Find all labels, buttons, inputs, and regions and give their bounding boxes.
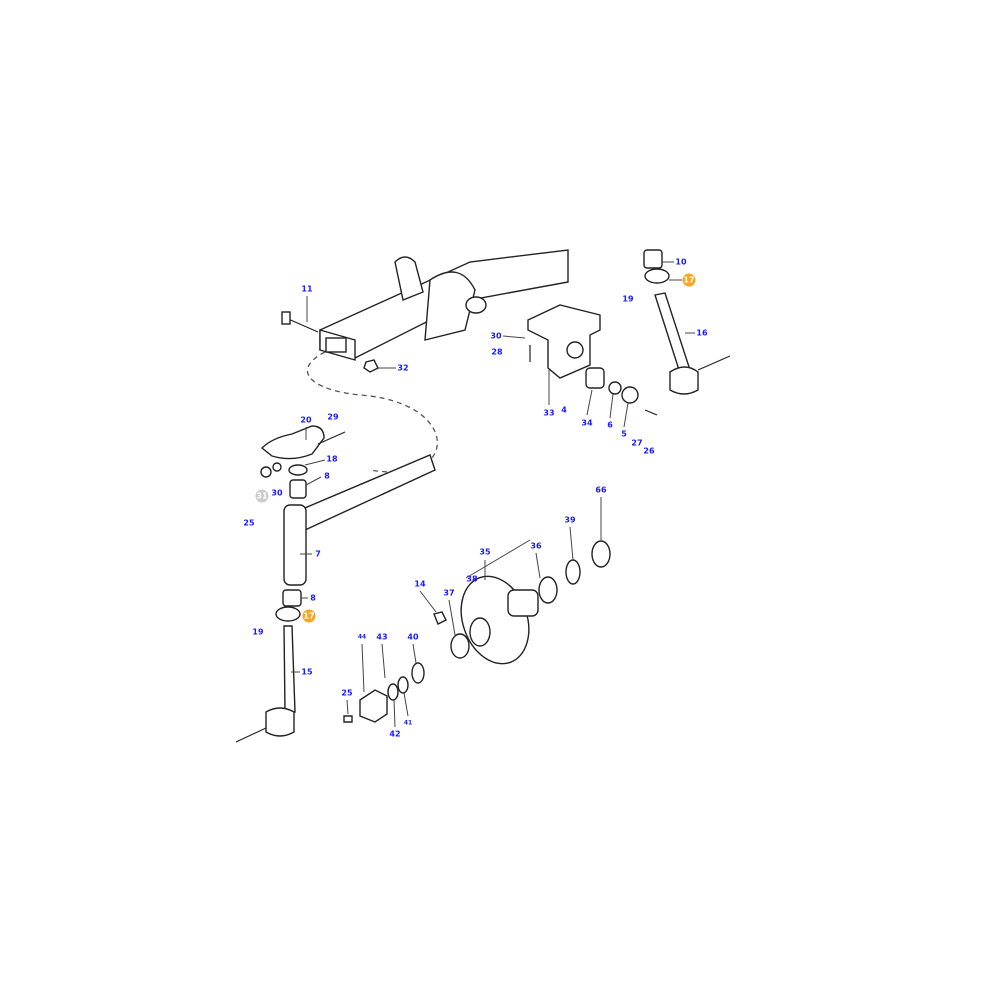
leader-lines xyxy=(291,261,695,728)
axle-beam xyxy=(319,249,569,361)
callout[interactable]: 34 xyxy=(581,419,593,428)
left-steering-arm xyxy=(235,425,436,743)
callout[interactable]: 11 xyxy=(301,285,313,294)
callout[interactable]: 26 xyxy=(643,447,655,456)
callout[interactable]: 39 xyxy=(564,516,576,525)
callout[interactable]: 43 xyxy=(376,633,387,642)
callout[interactable]: 36 xyxy=(530,542,542,551)
callout[interactable]: 16 xyxy=(696,329,708,338)
callout[interactable]: 19 xyxy=(622,295,634,304)
bolt-head xyxy=(281,311,291,325)
callout[interactable]: 37 xyxy=(443,589,454,598)
callout[interactable]: 8 xyxy=(310,594,316,603)
callout-inactive[interactable]: 31 xyxy=(256,492,268,501)
nut xyxy=(363,359,379,373)
callout[interactable]: 20 xyxy=(300,416,312,425)
callout[interactable]: 25 xyxy=(341,689,353,698)
callout[interactable]: 33 xyxy=(543,409,554,418)
callout[interactable]: 41 xyxy=(404,720,412,727)
callout[interactable]: 10 xyxy=(675,258,687,267)
callout[interactable]: 8 xyxy=(324,472,330,481)
callout[interactable]: 30 xyxy=(490,332,502,341)
callout[interactable]: 38 xyxy=(466,575,478,584)
callout[interactable]: 40 xyxy=(407,633,419,642)
callout[interactable]: 15 xyxy=(301,668,313,677)
callout[interactable]: 30 xyxy=(271,489,283,498)
callout[interactable]: 28 xyxy=(491,348,503,357)
callout-highlighted[interactable]: 17 xyxy=(303,612,314,621)
callout-highlighted[interactable]: 17 xyxy=(683,276,694,285)
right-spindle xyxy=(643,249,731,395)
callout[interactable]: 6 xyxy=(607,421,613,430)
highlight-badge[interactable] xyxy=(682,273,696,287)
callout[interactable]: 4 xyxy=(561,406,567,415)
highlight-badge[interactable] xyxy=(302,609,316,623)
bolt xyxy=(285,317,319,333)
callout[interactable]: 7 xyxy=(315,550,321,559)
pivot-bracket xyxy=(527,304,658,416)
callout[interactable]: 27 xyxy=(631,439,642,448)
callout[interactable]: 18 xyxy=(326,455,338,464)
callout[interactable]: 35 xyxy=(479,548,491,557)
callout[interactable]: 66 xyxy=(595,486,607,495)
callout[interactable]: 32 xyxy=(397,364,408,373)
callout[interactable]: 42 xyxy=(389,730,400,739)
wheel-hub xyxy=(343,540,611,723)
callout[interactable]: 29 xyxy=(327,413,339,422)
callouts: 11 32 30 28 33 4 34 6 5 27 26 10 17 19 1… xyxy=(243,258,708,739)
callout[interactable]: 5 xyxy=(621,430,627,439)
inactive-badge[interactable] xyxy=(255,489,269,503)
callout[interactable]: 44 xyxy=(358,634,366,641)
callout[interactable]: 14 xyxy=(414,580,426,589)
callout[interactable]: 19 xyxy=(252,628,264,637)
callout[interactable]: 25 xyxy=(243,519,255,528)
